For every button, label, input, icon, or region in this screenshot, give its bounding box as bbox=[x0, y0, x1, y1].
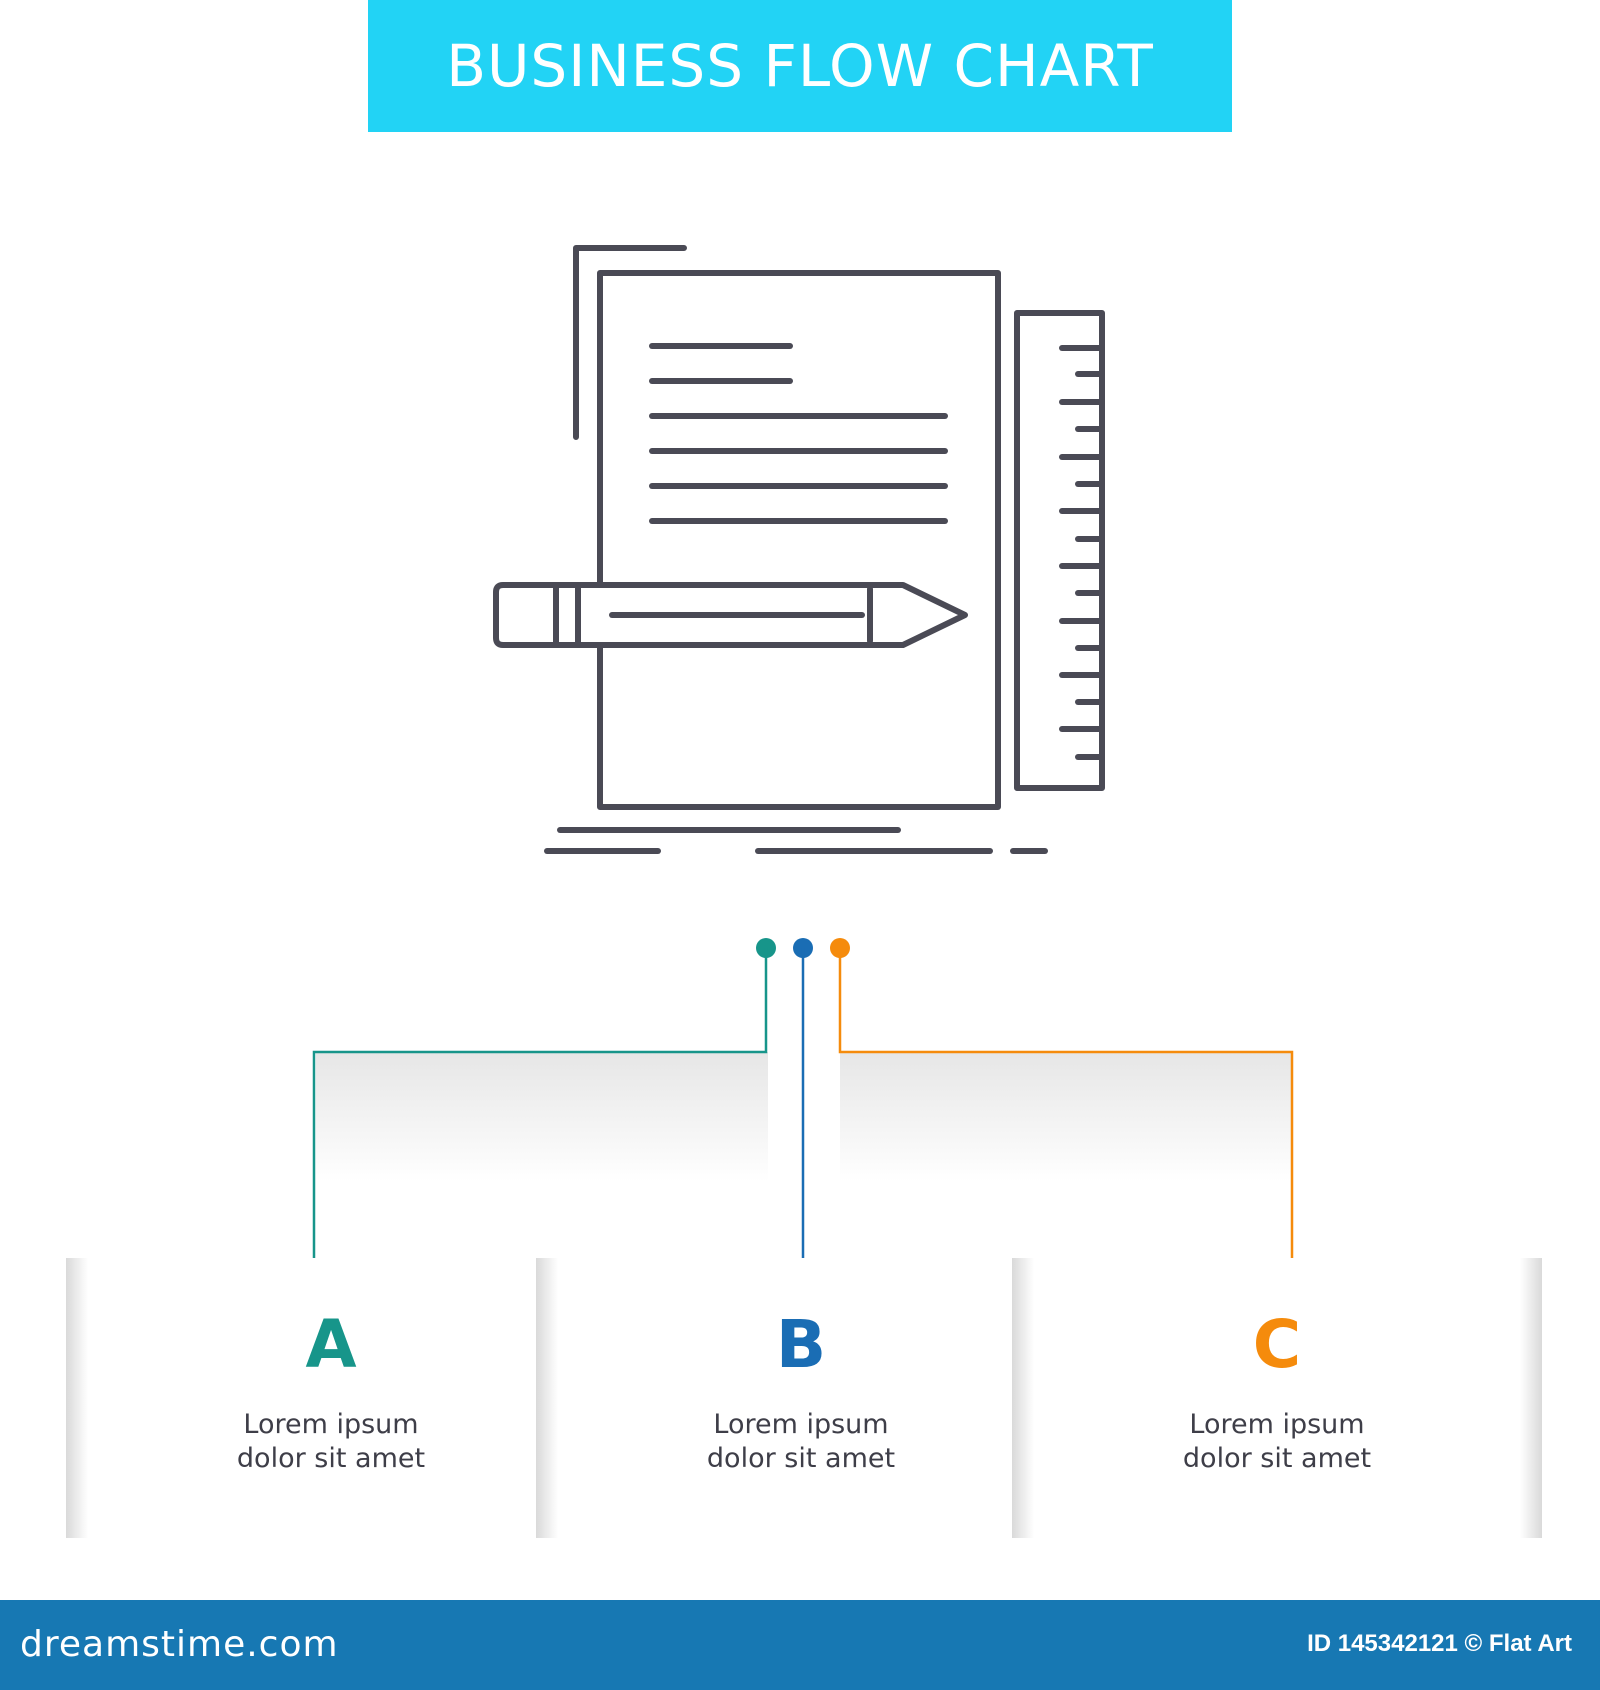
ruler-ticks bbox=[1059, 345, 1105, 760]
option-card-c: C Lorem ipsum dolor sit amet bbox=[1012, 1258, 1542, 1538]
document-page bbox=[597, 270, 1001, 810]
title-banner: BUSINESS FLOW CHART bbox=[368, 0, 1232, 132]
connector-line-a bbox=[312, 948, 768, 1272]
connector-line-c bbox=[838, 948, 1294, 1272]
document-pencil-ruler-icon bbox=[493, 245, 1105, 854]
option-text-line: dolor sit amet bbox=[236, 1443, 426, 1474]
option-card-a: A Lorem ipsum dolor sit amet bbox=[66, 1258, 596, 1538]
footer-brand: dreamstime.com bbox=[20, 1624, 339, 1665]
option-text-line: dolor sit amet bbox=[706, 1443, 896, 1474]
connector-shade-right bbox=[840, 1052, 1292, 1182]
option-text-line: dolor sit amet bbox=[1182, 1443, 1372, 1474]
option-text-a: Lorem ipsum dolor sit amet bbox=[66, 1408, 596, 1476]
option-text-line: Lorem ipsum bbox=[243, 1409, 419, 1440]
option-text-line: Lorem ipsum bbox=[713, 1409, 889, 1440]
ruler bbox=[1014, 310, 1105, 791]
page-title: BUSINESS FLOW CHART bbox=[446, 32, 1154, 100]
option-text-b: Lorem ipsum dolor sit amet bbox=[536, 1408, 1066, 1476]
footer-id: ID 145342121 © Flat Art bbox=[1307, 1630, 1572, 1657]
option-letter-b: B bbox=[775, 1306, 827, 1383]
connector-shade-left bbox=[316, 1052, 768, 1182]
option-card-b: B Lorem ipsum dolor sit amet bbox=[536, 1258, 1066, 1538]
footer-bar: dreamstime.com ID 145342121 © Flat Art bbox=[0, 1600, 1600, 1690]
option-letter-a: A bbox=[305, 1306, 357, 1383]
option-text-line: Lorem ipsum bbox=[1189, 1409, 1365, 1440]
option-letter-c: C bbox=[1252, 1306, 1302, 1383]
back-page-corner bbox=[573, 245, 687, 440]
option-text-c: Lorem ipsum dolor sit amet bbox=[1012, 1408, 1542, 1476]
